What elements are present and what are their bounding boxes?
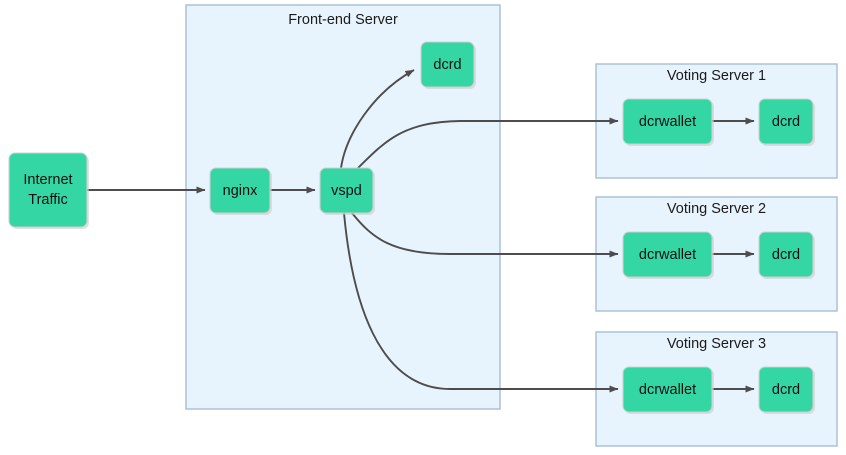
vs2-dcrwallet-box[interactable]	[622, 231, 713, 278]
frontend-server-title: Front-end Server	[288, 12, 398, 28]
edge-vspd-to-frontend-dcrd	[340, 69, 415, 169]
vs1-dcrwallet-label: dcrwallet	[639, 114, 696, 130]
internet-traffic-box[interactable]	[8, 152, 88, 228]
node-vs1-dcrd[interactable]: dcrd	[758, 98, 815, 146]
edge-vspd-to-voting-server-1	[357, 117, 619, 169]
voting-server-1-title: Voting Server 1	[667, 68, 766, 84]
nginx-box[interactable]	[209, 167, 271, 214]
internet-traffic-label-line1: Internet	[23, 172, 72, 188]
vs2-dcrwallet-label: dcrwallet	[639, 247, 696, 263]
edges-layer	[87, 69, 755, 393]
node-frontend-dcrd[interactable]: dcrd	[420, 41, 476, 89]
node-internet-traffic[interactable]: Internet Traffic	[8, 152, 89, 229]
vs3-dcrd-label: dcrd	[772, 382, 800, 398]
frontend-dcrd-box[interactable]	[420, 41, 475, 88]
node-vs1-dcrwallet[interactable]: dcrwallet	[622, 98, 714, 146]
vs3-dcrwallet-label: dcrwallet	[639, 382, 696, 398]
edge-vspd-to-voting-server-3	[343, 212, 619, 393]
node-vs2-dcrwallet[interactable]: dcrwallet	[622, 231, 714, 279]
vs2-dcrd-box[interactable]	[758, 231, 814, 278]
node-vs3-dcrwallet[interactable]: dcrwallet	[622, 366, 714, 414]
vs2-dcrd-label: dcrd	[772, 247, 800, 263]
nginx-label: nginx	[223, 183, 258, 199]
node-vs3-dcrd[interactable]: dcrd	[758, 366, 815, 414]
node-nginx[interactable]: nginx	[209, 167, 272, 215]
internet-traffic-label-line2: Traffic	[28, 192, 67, 208]
vspd-box[interactable]	[319, 167, 374, 214]
vs3-dcrwallet-box[interactable]	[622, 366, 713, 413]
voting-server-3-title: Voting Server 3	[667, 336, 766, 352]
node-vspd[interactable]: vspd	[319, 167, 375, 215]
vs1-dcrwallet-box[interactable]	[622, 98, 713, 145]
node-vs2-dcrd[interactable]: dcrd	[758, 231, 815, 279]
vs1-dcrd-box[interactable]	[758, 98, 814, 145]
vs3-dcrd-box[interactable]	[758, 366, 814, 413]
vspd-label: vspd	[331, 183, 362, 199]
edge-vspd-to-voting-server-2	[351, 212, 619, 258]
vs1-dcrd-label: dcrd	[772, 114, 800, 130]
voting-server-2-title: Voting Server 2	[667, 201, 766, 217]
frontend-dcrd-label: dcrd	[433, 57, 461, 73]
